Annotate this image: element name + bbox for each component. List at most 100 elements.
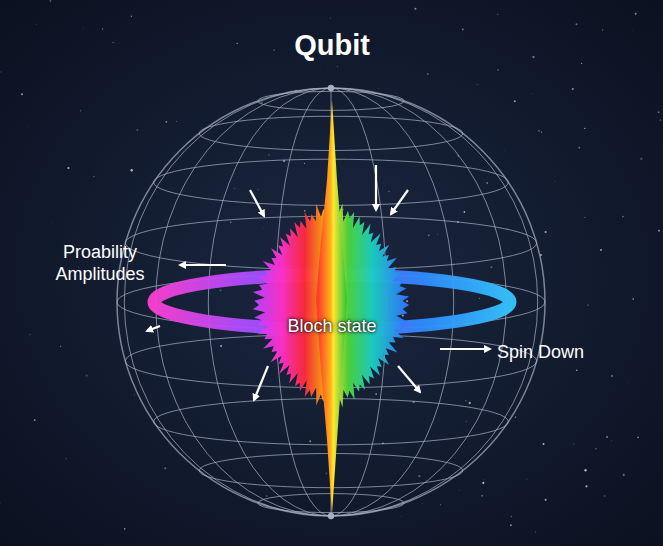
star xyxy=(576,370,578,372)
star xyxy=(658,111,660,113)
star xyxy=(479,298,480,299)
star xyxy=(476,83,478,85)
star xyxy=(329,17,331,19)
star xyxy=(80,110,81,111)
star xyxy=(220,345,222,347)
star xyxy=(428,235,430,237)
star xyxy=(640,158,642,160)
star xyxy=(166,121,168,123)
star xyxy=(67,167,69,169)
star xyxy=(134,394,135,395)
star xyxy=(21,93,23,95)
star xyxy=(131,16,132,17)
star xyxy=(543,443,545,445)
star xyxy=(176,121,178,123)
star xyxy=(514,100,516,102)
star xyxy=(325,472,327,474)
pointer-arrows xyxy=(147,165,490,400)
star xyxy=(611,440,613,442)
star xyxy=(52,58,54,60)
star xyxy=(481,495,483,497)
star xyxy=(497,69,498,70)
longitude-line xyxy=(156,88,507,516)
star xyxy=(637,436,639,438)
star xyxy=(427,73,429,75)
longitude-line xyxy=(124,88,537,516)
star xyxy=(576,23,578,25)
star xyxy=(266,495,268,497)
star xyxy=(515,416,516,417)
star xyxy=(482,482,484,484)
star xyxy=(602,29,603,30)
star xyxy=(545,231,547,233)
state-label: Bloch state xyxy=(287,315,376,337)
star xyxy=(262,227,264,229)
star xyxy=(82,28,84,30)
diagram-title: Qubit xyxy=(294,29,370,62)
sphere-wireframe xyxy=(117,85,545,519)
star xyxy=(511,516,512,517)
star xyxy=(234,187,236,189)
star xyxy=(578,147,580,149)
star xyxy=(327,66,329,68)
sphere-outline xyxy=(117,88,545,516)
star xyxy=(0,71,1,72)
star xyxy=(93,176,94,177)
star xyxy=(465,400,467,402)
star xyxy=(30,334,31,335)
star xyxy=(400,515,402,517)
star xyxy=(458,489,460,491)
star xyxy=(220,289,222,291)
star xyxy=(421,503,423,505)
star xyxy=(623,474,625,476)
star xyxy=(526,478,528,480)
star xyxy=(531,93,533,95)
star xyxy=(464,211,466,213)
star xyxy=(581,63,582,64)
star xyxy=(573,443,575,445)
star xyxy=(606,436,608,438)
star xyxy=(402,315,404,317)
star xyxy=(375,393,377,395)
star xyxy=(479,490,481,492)
star xyxy=(268,154,269,155)
star xyxy=(440,504,442,506)
pole xyxy=(328,513,334,519)
star xyxy=(0,502,1,503)
spin-label: Spin Down xyxy=(497,341,584,363)
star xyxy=(622,216,624,218)
star xyxy=(658,230,660,232)
star xyxy=(436,233,438,235)
star xyxy=(486,182,488,184)
stars xyxy=(0,0,661,532)
star xyxy=(600,249,602,251)
star xyxy=(660,119,662,121)
star xyxy=(611,375,613,377)
star xyxy=(544,499,546,501)
star xyxy=(635,13,637,15)
star xyxy=(274,49,275,50)
star xyxy=(584,469,586,471)
star xyxy=(34,419,36,421)
star xyxy=(27,126,29,128)
star xyxy=(50,0,52,2)
star xyxy=(36,23,38,25)
star xyxy=(273,171,275,173)
pole xyxy=(328,85,334,91)
star xyxy=(462,28,464,30)
star xyxy=(304,163,305,164)
star xyxy=(466,421,467,422)
star xyxy=(309,440,311,442)
star xyxy=(604,495,605,496)
star xyxy=(378,87,380,89)
star xyxy=(336,66,338,68)
star xyxy=(572,88,574,90)
star xyxy=(595,448,596,449)
star xyxy=(65,458,66,459)
longitude-line xyxy=(208,88,453,516)
star xyxy=(469,402,471,404)
star xyxy=(86,375,88,377)
star xyxy=(102,28,103,29)
star xyxy=(584,217,585,218)
